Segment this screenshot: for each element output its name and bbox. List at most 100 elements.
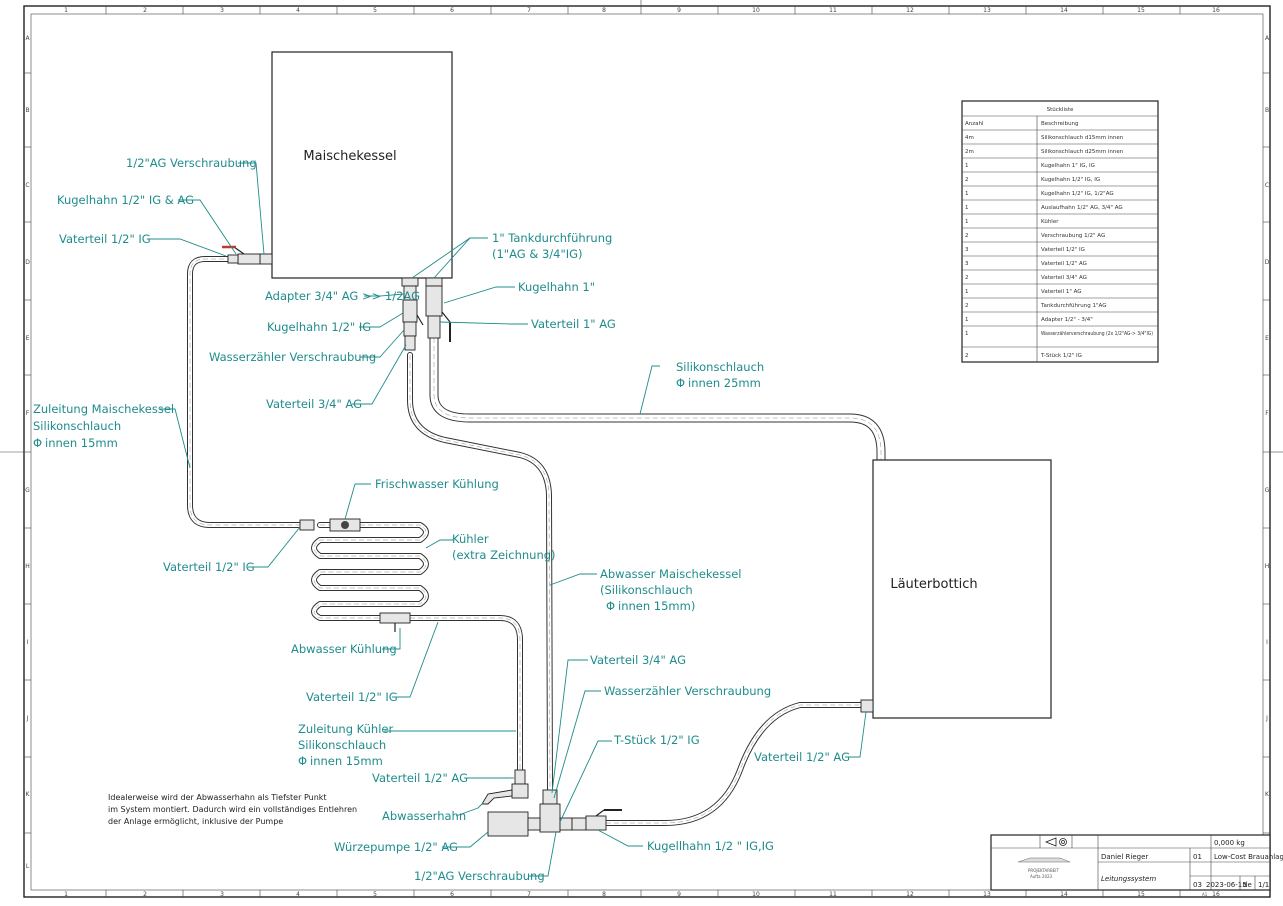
assembly-note: Idealerweise wird der Abwasserhahn als T…: [108, 793, 357, 826]
grid-col-12: 12: [906, 7, 914, 14]
label-vaterteil-ag-low: Vaterteil 1/2" AG: [372, 771, 468, 785]
note-line-1: Idealerweise wird der Abwasserhahn als T…: [108, 793, 327, 802]
grid-col-12-bottom: 12: [906, 891, 914, 898]
titleblock-mass: 0,000 kg: [1214, 839, 1245, 847]
label-vaterteil-1-ag: Vaterteil 1" AG: [531, 317, 616, 331]
grid-col-5-bottom: 5: [373, 891, 377, 898]
grid-row-j-right: J: [1265, 715, 1268, 722]
label-kuehler-2: (extra Zeichnung): [452, 548, 556, 562]
title-block: PROJEKTARBEIT Aufta 2023 Daniel Rieger 0…: [990, 834, 1283, 897]
label-verschraubung-ag: 1/2"AG Verschraubung: [126, 156, 257, 170]
label-abwasserhahn: Abwasserhahn: [382, 809, 466, 823]
label-tankdurchfuehrung-1: 1" Tankdurchführung: [492, 231, 612, 245]
fitting-vaterteil-ag-right: [860, 699, 874, 713]
grid-row-d: D: [25, 259, 30, 266]
titleblock-lang: de: [1243, 881, 1252, 889]
grid-row-d-right: D: [1265, 259, 1270, 266]
grid-col-16: 16: [1212, 7, 1220, 14]
grid-col-9: 9: [677, 7, 681, 14]
bom-header-qty: Anzahl: [965, 121, 984, 127]
bom-qty: 2: [965, 275, 969, 281]
logo-line-1: PROJEKTARBEIT: [1028, 868, 1059, 873]
grid-row-f: F: [26, 410, 30, 417]
grid-col-2-bottom: 2: [143, 891, 147, 898]
hose-supply-mash: [187, 256, 309, 528]
grid-row-h: H: [25, 563, 30, 570]
label-silikon-25-1: Silikonschlauch: [676, 360, 764, 374]
grid-row-c-right: C: [1265, 182, 1269, 189]
bom-desc: Verschraubung 1/2" AG: [1041, 233, 1105, 239]
grid-col-6-bottom: 6: [450, 891, 454, 898]
bom-qty: 2: [965, 303, 969, 309]
label-vaterteil-ag-right: Vaterteil 1/2" AG: [754, 750, 850, 764]
grid-row-i: I: [27, 639, 29, 646]
bom-qty: 2: [965, 353, 969, 359]
leader-lines: [148, 162, 867, 877]
label-phi-k: Φ: [298, 754, 307, 768]
bom-title: Stückliste: [1047, 107, 1074, 113]
label-vaterteil-ig-top: Vaterteil 1/2" IG: [59, 232, 151, 246]
titleblock-title: Leitungssystem: [1101, 875, 1156, 883]
label-adapter: Adapter 3/4" AG >> 1/2AG: [265, 289, 420, 303]
grid-col-14-bottom: 14: [1060, 891, 1068, 898]
bom-desc: Vaterteil 1/2" AG: [1041, 261, 1087, 267]
label-vaterteil-ig-mid: Vaterteil 1/2" IG: [163, 560, 255, 574]
label-zuleitung-k-3: innen 15mm: [310, 754, 383, 768]
grid-row-a: A: [25, 35, 30, 42]
bom-qty: 2: [965, 233, 969, 239]
bom-qty: 2m: [965, 149, 974, 155]
fitting-kugelhahn-igig: [571, 809, 622, 831]
label-verschraubung-bottom: 1/2"AG Verschraubung: [414, 869, 545, 883]
titleblock-sheet: 1/1: [1258, 881, 1269, 889]
fitting-vaterteil-1-ag: [427, 315, 441, 339]
label-vaterteil-34-low: Vaterteil 3/4" AG: [590, 653, 686, 667]
label-wz-verschraubung-low: Wasserzähler Verschraubung: [604, 684, 771, 698]
maischekessel-tank: Maischekessel: [271, 51, 453, 279]
titleblock-format: A1: [1202, 892, 1208, 897]
label-zuleitung-mk-1: Zuleitung Maischekessel: [33, 402, 174, 416]
bom-desc: Vaterteil 3/4" AG: [1041, 275, 1087, 281]
bom-desc: Auslaufhahn 1/2" AG, 3/4" AG: [1041, 205, 1123, 211]
grid-row-f-right: F: [1265, 410, 1269, 417]
titleblock-date: 2023-06-15: [1206, 881, 1247, 889]
bom-header-desc: Beschreibung: [1041, 121, 1079, 127]
bom-qty: 3: [965, 247, 969, 253]
grid-col-2: 2: [143, 7, 147, 14]
label-zuleitung-mk-3: innen 15mm: [45, 436, 118, 450]
fitting-kugelhahn-half-ig: [402, 299, 424, 326]
grid-row-j: J: [26, 715, 29, 722]
bom-desc: Silikonschlauch d25mm innen: [1041, 149, 1124, 155]
label-wuerzepumpe: Würzepumpe 1/2" AG: [334, 840, 458, 854]
grid-col-11: 11: [829, 7, 837, 14]
bom-qty: 3: [965, 261, 969, 267]
bom-qty: 1: [965, 163, 969, 169]
hose-big-25mm: [429, 333, 886, 485]
bom-desc: Kugelhahn 1" IG, IG: [1041, 163, 1095, 169]
label-zuleitung-k-2: Silikonschlauch: [298, 738, 386, 752]
grid-row-e: E: [26, 335, 30, 342]
label-abwasser-mk-2: (Silikonschlauch: [600, 583, 693, 597]
grid-row-k: K: [26, 791, 31, 798]
titleblock-project: Low-Cost Brauanlage: [1214, 853, 1283, 861]
label-kugelhahn-igig: Kugellhahn 1/2 " IG,IG: [647, 839, 774, 853]
label-zuleitung-mk-2: Silikonschlauch: [33, 419, 121, 433]
label-wz-verschraubung-top: Wasserzähler Verschraubung: [209, 350, 376, 364]
lauterbottich-label: Läuterbottich: [890, 577, 977, 592]
grid-col-15-bottom: 15: [1137, 891, 1145, 898]
label-silikon-25-2: innen 25mm: [688, 376, 761, 390]
hose-cooler-supply: [407, 615, 523, 773]
bom-desc: Kugelhahn 1/2" IG, IG: [1041, 177, 1100, 183]
bom-qty: 4m: [965, 135, 974, 141]
grid-col-14: 14: [1060, 7, 1068, 14]
grid-row-a-right: A: [1265, 35, 1270, 42]
lauterbottich-tank: Läuterbottich: [872, 459, 1052, 719]
grid-col-10: 10: [752, 7, 760, 14]
grid-row-g: G: [25, 487, 30, 494]
titleblock-sheet-no: 03: [1193, 881, 1202, 889]
fitting-verschraubung-top: [259, 253, 273, 265]
fitting-vaterteil-34-top: [404, 335, 416, 351]
grid-row-labels: A B C D E F G H I J K L A B C D E F G H …: [25, 35, 1270, 870]
grid-row-i-right: I: [1266, 639, 1268, 646]
bom-qty: 1: [965, 331, 969, 337]
